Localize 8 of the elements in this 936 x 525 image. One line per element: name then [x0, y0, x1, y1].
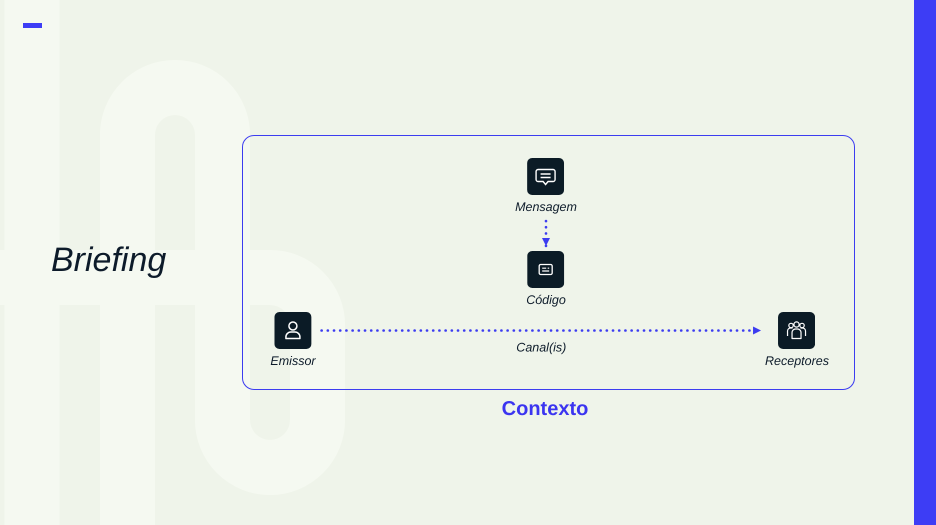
node-label: Receptores [765, 354, 829, 369]
dotted-arrow [542, 220, 550, 248]
dotted-arrow [320, 326, 762, 334]
node-label: Mensagem [515, 200, 577, 215]
node-label: Código [526, 293, 566, 308]
title: Briefing [51, 241, 166, 280]
node-label: Emissor [270, 354, 316, 369]
group-label: Contexto [502, 398, 588, 421]
